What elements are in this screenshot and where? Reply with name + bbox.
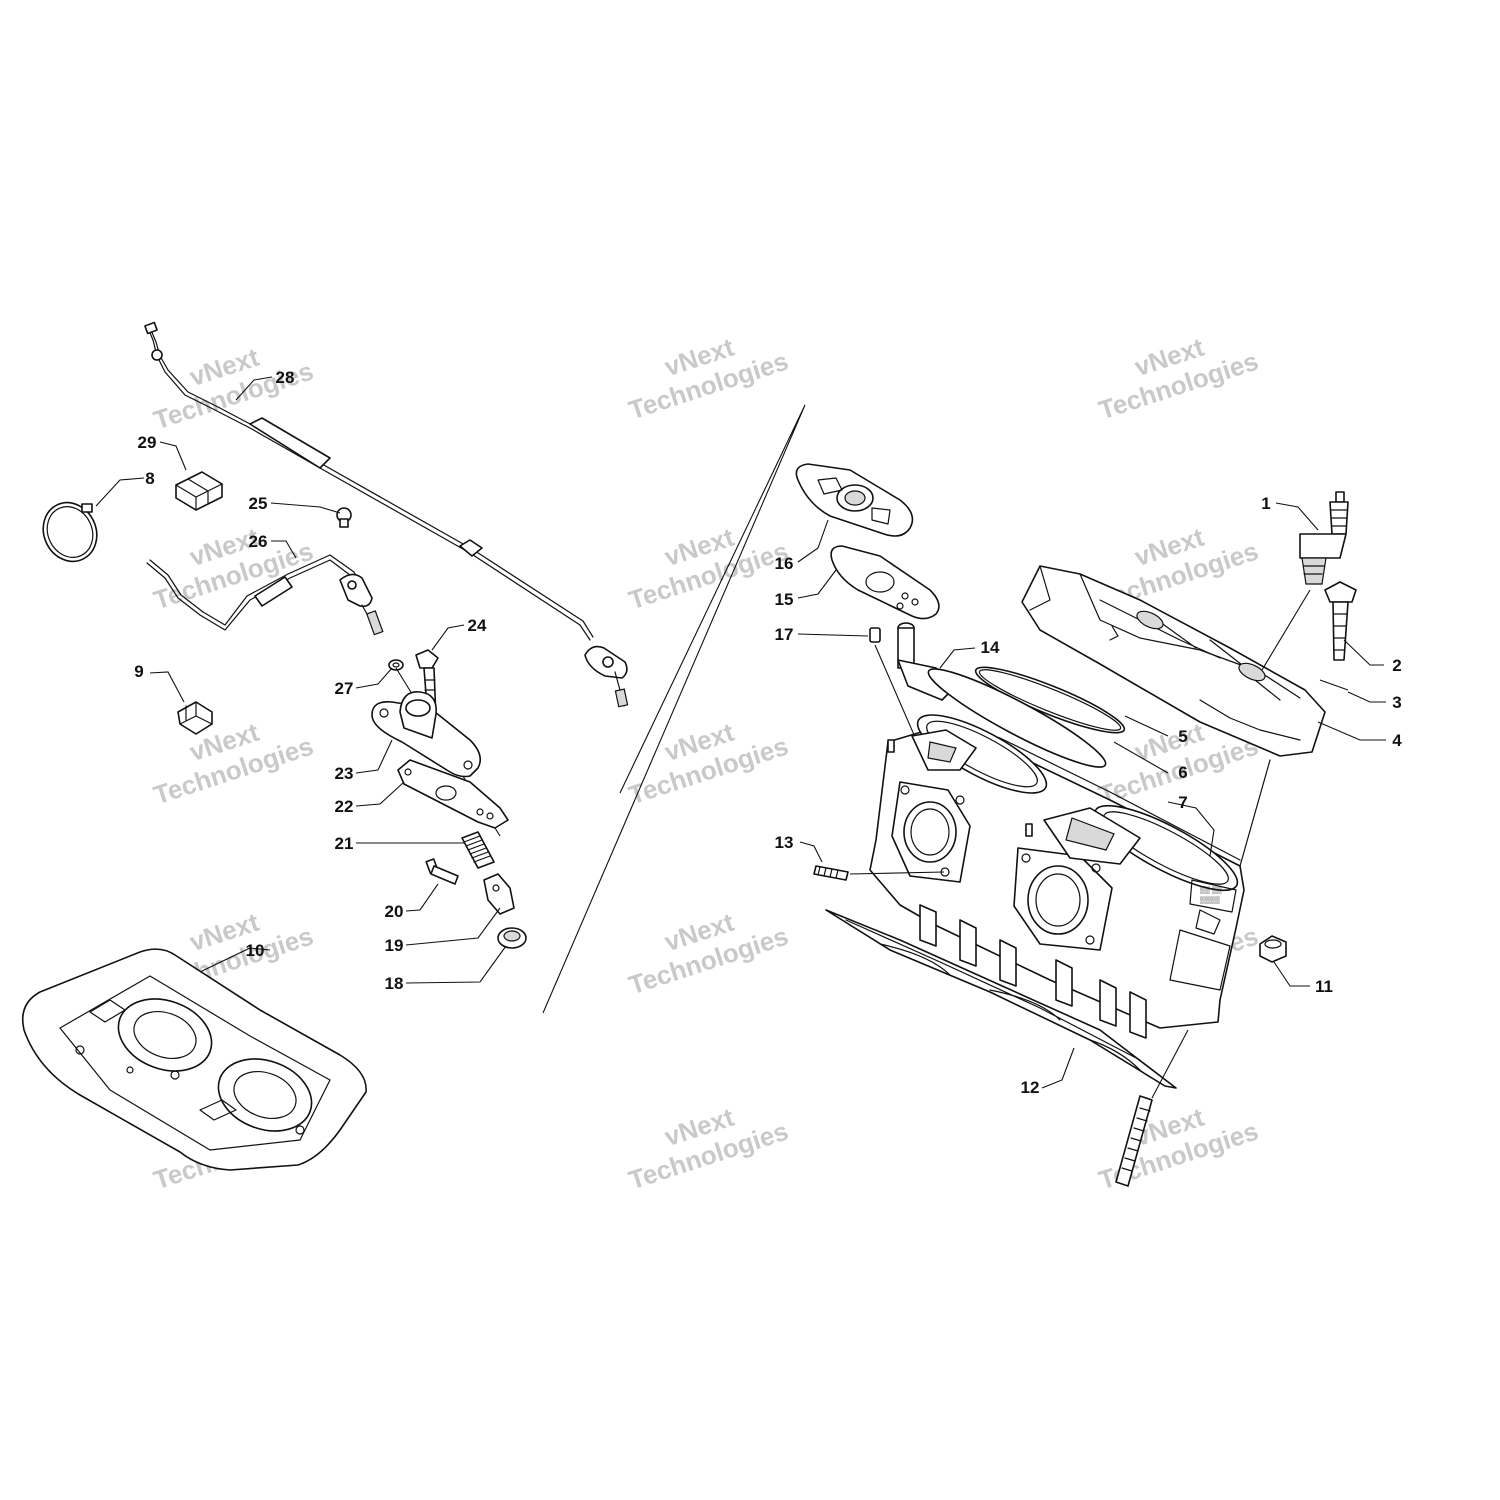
cover-23 [371, 691, 481, 778]
callout-27: 27 [335, 679, 354, 698]
callout-8: 8 [145, 469, 154, 488]
callout-19: 19 [385, 936, 404, 955]
callout-24: 24 [468, 616, 487, 635]
callout-14: 14 [981, 638, 1000, 657]
leader-lines [95, 376, 1386, 1089]
stud-13 [813, 865, 945, 881]
callout-17: 17 [775, 625, 794, 644]
spark-plug-1 [1261, 491, 1349, 671]
callout-6: 6 [1178, 763, 1187, 782]
callout-20: 20 [385, 902, 404, 921]
callout-26: 26 [249, 532, 268, 551]
svg-text:▒▒▒▒: ▒▒▒▒ [1200, 896, 1220, 904]
callout-12: 12 [1021, 1078, 1040, 1097]
cable-26 [146, 554, 384, 636]
spring-21 [461, 831, 495, 869]
callout-25: 25 [249, 494, 268, 513]
cable-28 [144, 321, 629, 708]
callout-21: 21 [335, 834, 354, 853]
callout-22: 22 [335, 797, 354, 816]
group-bracket [542, 404, 806, 1014]
callout-4: 4 [1392, 731, 1402, 750]
callout-7: 7 [1178, 793, 1187, 812]
stud-bottom [1115, 1029, 1189, 1187]
screw-25 [336, 507, 352, 528]
clamp-8 [42, 501, 98, 563]
gasket-kit-10 [21, 948, 367, 1171]
seal-18 [497, 927, 527, 949]
callout-18: 18 [385, 974, 404, 993]
gasket-22 [397, 759, 509, 829]
callout-29: 29 [138, 433, 157, 452]
callout-9: 9 [134, 662, 143, 681]
bolt-20 [425, 858, 459, 885]
valve-19 [483, 873, 515, 915]
bracket-9 [177, 701, 213, 735]
callout-3: 3 [1392, 693, 1401, 712]
clip-29 [175, 471, 223, 511]
callout-1: 1 [1261, 494, 1270, 513]
oring-6 [927, 668, 1107, 768]
callout-23: 23 [335, 764, 354, 783]
bolt-2 [1324, 581, 1357, 661]
valve-guide-14 [897, 622, 953, 701]
callout-11: 11 [1315, 977, 1333, 996]
flange-16 [795, 463, 914, 537]
callout-28: 28 [276, 368, 295, 387]
callout-5: 5 [1178, 727, 1187, 746]
callout-13: 13 [775, 833, 794, 852]
callout-labels: 1 2 3 4 5 6 7 8 9 10 11 12 13 14 15 16 1… [134, 368, 1402, 1097]
head-cover-4 [1021, 565, 1326, 757]
svg-text:▒▒ ▒▒: ▒▒ ▒▒ [1200, 886, 1222, 894]
oring-5 [974, 666, 1126, 734]
callout-16: 16 [775, 554, 794, 573]
washer-3-line [1319, 679, 1349, 691]
gasket-15 [830, 545, 940, 620]
callout-15: 15 [775, 590, 794, 609]
base-gasket-12 [825, 909, 1177, 1089]
nut-11 [1259, 935, 1287, 963]
callout-10: 10 [246, 941, 265, 960]
callout-2: 2 [1392, 656, 1401, 675]
cylinder-block-7: ▒▒ ▒▒ ▒▒▒▒ [869, 714, 1271, 1039]
